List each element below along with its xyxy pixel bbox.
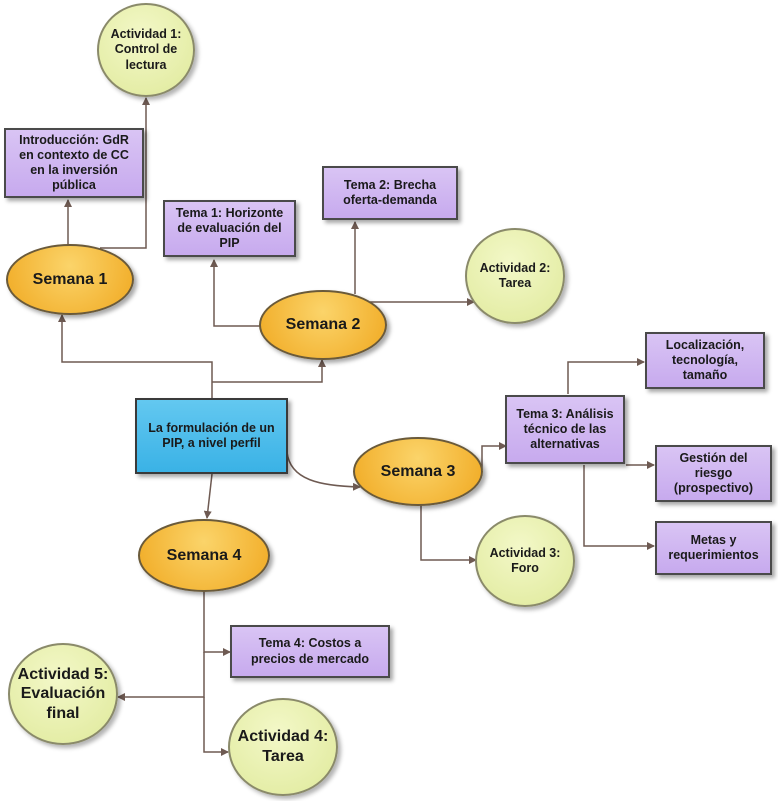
central-topic-box: La formulación de un PIP, a nivel perfil (135, 398, 288, 474)
semana-1-node: Semana 1 (6, 244, 134, 315)
connector-center-semana2 (212, 359, 326, 383)
tema-4-box: Tema 4: Costos a precios de mercado (230, 625, 390, 678)
actividad-3-node: Actividad 3: Foro (475, 515, 575, 607)
connector-semana3-actividad3 (420, 505, 477, 564)
actividad-1-node: Actividad 1: Control de lectura (97, 3, 195, 97)
semana-3-node: Semana 3 (353, 437, 483, 506)
tema-3-box: Tema 3: Análisis técnico de las alternat… (505, 395, 625, 464)
actividad-4-node: Actividad 4: Tarea (228, 698, 338, 796)
connector-semana1-actividad1 (100, 97, 150, 249)
intro-topic-box: Introducción: GdR en contexto de CC en l… (4, 128, 144, 198)
connector-tema3-localizacion (567, 358, 645, 394)
gestion-riesgo-box: Gestión del riesgo (prospectivo) (655, 445, 772, 502)
semana-4-node: Semana 4 (138, 519, 270, 592)
actividad-5-node: Actividad 5: Evaluación final (8, 643, 118, 745)
tema-2-box: Tema 2: Brecha oferta-demanda (322, 166, 458, 220)
localizacion-box: Localización, tecnología, tamaño (645, 332, 765, 389)
connector-semana2-tema1 (210, 259, 262, 327)
connector-tema3-metas (583, 465, 655, 550)
metas-requerimientos-box: Metas y requerimientos (655, 521, 772, 575)
connector-center-semana1 (58, 314, 213, 398)
connector-center-semana3 (286, 451, 361, 491)
connector-semana4-actividad4 (203, 697, 229, 756)
connector-center-semana4 (203, 473, 213, 519)
connector-semana4-actividad5 (117, 652, 205, 701)
semana-2-node: Semana 2 (259, 290, 387, 360)
connector-semana3-tema3 (481, 442, 507, 470)
tema-1-box: Tema 1: Horizonte de evaluación del PIP (163, 200, 296, 257)
connector-semana4-tema4 (203, 592, 231, 656)
actividad-2-node: Actividad 2: Tarea (465, 228, 565, 324)
